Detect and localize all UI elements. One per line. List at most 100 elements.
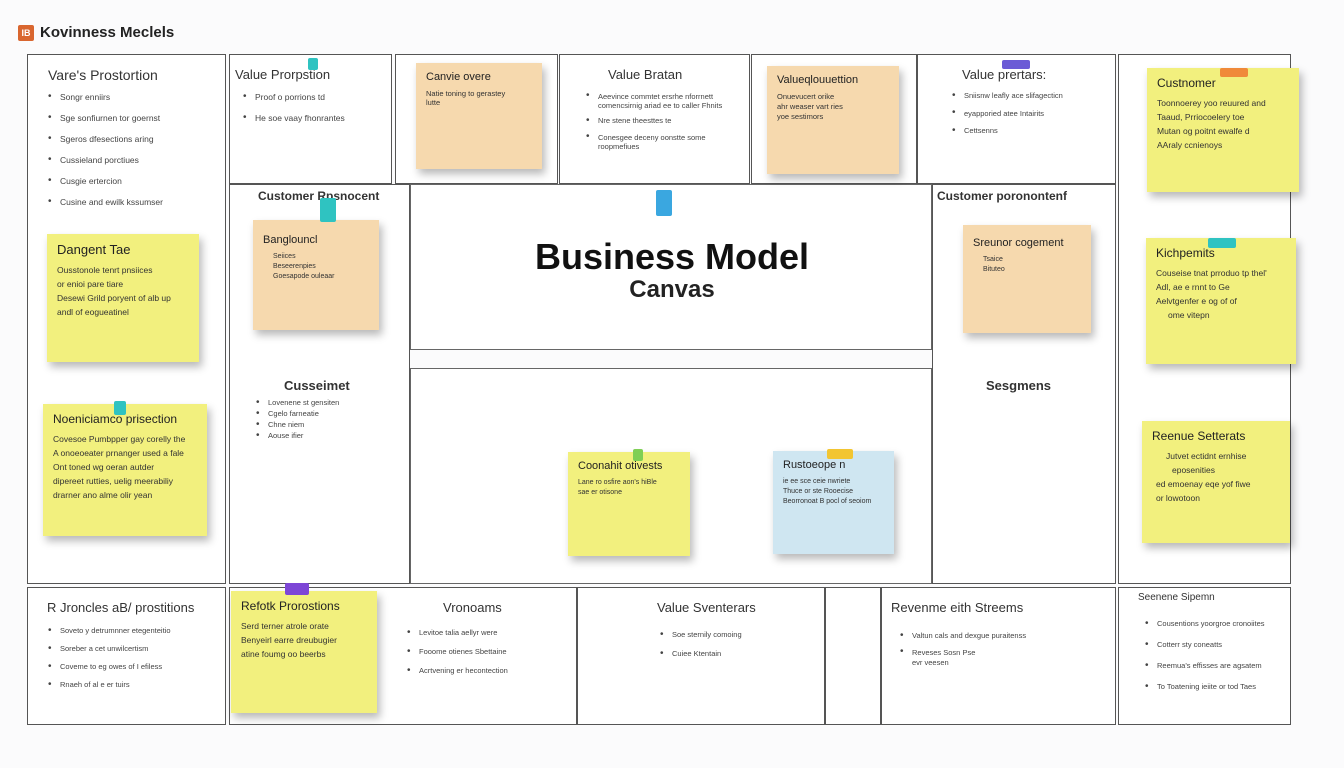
sticky-note-canvie[interactable]: Canvie overe Natie toning to gerastey lu… xyxy=(416,63,542,169)
note-line: atine foumg oo beerbs xyxy=(241,649,326,659)
list-item: Aouse ifier xyxy=(256,430,339,441)
cell-bottom-4 xyxy=(825,587,881,725)
list-item: eyapporied atee Intairits xyxy=(952,108,1062,119)
sticky-note-noenic[interactable]: Noeniciamco prisection Covesoe Pumbpper … xyxy=(43,404,207,536)
note-line: or enioi pare tiare xyxy=(57,279,124,289)
note-line: Onuevucert orike xyxy=(777,92,835,101)
app-logo-icon: IB xyxy=(18,24,34,41)
pushpin-icon xyxy=(633,449,643,461)
note-line: Adl, ae e rnnt to Ge xyxy=(1156,282,1230,292)
list-item: To Toatening ieiite or tod Taes xyxy=(1145,681,1265,692)
bullet-list: Cousentions yoorgroe cronoiites Cotterr … xyxy=(1145,618,1265,693)
note-line: Serd terner atrole orate xyxy=(241,621,329,631)
note-line: andl of eogueatinel xyxy=(57,307,129,317)
list-item: Rnaeh of al e er tuirs xyxy=(48,679,171,690)
note-title: Canvie overe xyxy=(426,71,491,83)
sticky-note-dangent[interactable]: Dangent Tae Ousstonole tenrt pnsiices or… xyxy=(47,234,199,362)
bullet-list: Aeevince commtet ersrhe nforrnett comenc… xyxy=(586,91,744,153)
note-line: AAraly ccnienoys xyxy=(1157,140,1223,150)
sticky-note-refotk[interactable]: Refotk Prorostions Serd terner atrole or… xyxy=(231,591,377,713)
note-line: drarner ano alme olir yean xyxy=(53,490,153,500)
list-item: Acrtvening er hecontection xyxy=(407,665,508,676)
cell-title: R Jroncles aB/ prostitions xyxy=(47,600,195,615)
list-item: Cusgie ertercion xyxy=(48,175,163,186)
list-item: Songr enniirs xyxy=(48,91,163,102)
note-line: A onoeoeater prnanger used a fale xyxy=(53,448,184,458)
list-item: Cousentions yoorgroe cronoiites xyxy=(1145,618,1265,629)
note-line: Desewi Grild poryent of alb up xyxy=(57,293,171,303)
note-line: Covesoe Pumbpper gay corelly the xyxy=(53,434,186,444)
sticky-note-coonahit[interactable]: Coonahit otivests Lane ro osfire aon's h… xyxy=(568,452,690,556)
list-item: Cusine and ewilk kssumser xyxy=(48,196,163,207)
cell-bottom-1 xyxy=(27,587,226,725)
list-item: Fooome otienes Sbettaine xyxy=(407,646,508,657)
sticky-note-rustoeope[interactable]: Rustoeope n ie ee sce ceie nwriete Thuce… xyxy=(773,451,894,554)
sticky-note-sreunor[interactable]: Sreunor cogement Tsaice Bituteo xyxy=(963,225,1091,333)
bullet-list: Sniisnw leafly ace slifagecticn eyappori… xyxy=(952,90,1063,137)
bullet-list: Soe sternily comoing Cuiee Ktentain xyxy=(660,629,742,660)
canvas-title: Business Model xyxy=(534,236,810,277)
note-line: Seiices xyxy=(273,253,296,260)
note-line: Jutvet ectidnt ernhise xyxy=(1166,451,1247,461)
note-title: Banglouncl xyxy=(263,234,318,246)
note-line: or lowotoon xyxy=(1156,493,1200,503)
sticky-note-reenue[interactable]: Reenue Setterats Jutvet ectidnt ernhise … xyxy=(1142,421,1290,543)
list-item: Soreber a cet unwilcertism xyxy=(48,643,171,654)
pushpin-icon xyxy=(308,58,318,70)
pushpin-icon xyxy=(656,190,672,216)
note-line: Goesapode ouleaar xyxy=(273,273,335,280)
note-line: Aelvtgenfer e og of of xyxy=(1156,296,1237,306)
cell-title: Value Prorpstion xyxy=(235,67,331,82)
note-line: ie ee sce ceie nwriete xyxy=(783,478,851,485)
note-line: Taaud, Prriocoelery toe xyxy=(1157,112,1245,122)
pushpin-icon xyxy=(827,449,853,459)
cell-title: Revenme eith Streems xyxy=(891,600,1024,615)
list-item: Cettsenns xyxy=(952,125,1063,136)
pushpin-icon xyxy=(1208,238,1236,248)
cell-bottom-6 xyxy=(1118,587,1291,725)
note-line: yoe sestimors xyxy=(777,112,824,121)
bullet-list: Lovenene st gensiten Cgelo farneatie Chn… xyxy=(256,397,339,442)
note-line: eposenities xyxy=(1172,465,1216,475)
note-title: Sreunor cogement xyxy=(973,237,1064,249)
canvas-subtitle: Canvas xyxy=(629,276,715,303)
cell-title: Customer poronontenf xyxy=(937,189,1067,203)
list-item: Proof o porrions td xyxy=(243,91,345,102)
list-item: Reveses Sosn Pse evr veesen xyxy=(900,647,980,668)
note-title: Refotk Prorostions xyxy=(241,599,340,613)
list-item: Soe sternily comoing xyxy=(660,629,742,640)
note-title: Reenue Setterats xyxy=(1152,429,1246,443)
list-item: Sge sonfiurnen tor goernst xyxy=(48,112,163,123)
note-title: Noeniciamco prisection xyxy=(53,412,178,426)
note-line: Mutan og poitnt ewalfe d xyxy=(1157,126,1250,136)
cell-title: Value prertars: xyxy=(962,67,1047,82)
sticky-note-banglound[interactable]: Banglouncl Seiices Beseerenpies Goesapod… xyxy=(253,220,379,330)
bullet-list: Soveto y detrumnner etegenteitio Soreber… xyxy=(48,625,171,691)
cell-title: Value Sventerars xyxy=(657,600,756,615)
bullet-list: Levitoe talia aellyr were Fooome otienes… xyxy=(407,627,508,677)
app-header: IB Kovinness Meclels xyxy=(18,24,174,41)
note-title: Valueqlouuettion xyxy=(777,74,859,86)
pushpin-icon xyxy=(320,198,336,222)
note-line: Beorronoat B pocl of seoiom xyxy=(783,498,872,505)
list-item: Conesgee deceny oonstte some roopmefiues xyxy=(586,132,736,151)
app-title: Kovinness Meclels xyxy=(40,24,175,41)
bullet-list: Valtun cals and dexgue puraitenss Revese… xyxy=(900,630,1026,670)
cell-value-prertars xyxy=(917,54,1116,184)
sticky-note-kichpemits[interactable]: Kichpemits Couseise tnat prroduo tp thel… xyxy=(1146,238,1296,364)
cell-title: Seenene Sipemn xyxy=(1138,592,1215,603)
sticky-note-custnomer[interactable]: Custnomer Toonnoerey yoo reuured and Taa… xyxy=(1147,68,1299,192)
list-item: Coveme to eg owes of I efiless xyxy=(48,661,171,672)
list-item: Chne niem xyxy=(256,419,339,430)
list-item: Aeevince commtet ersrhe nforrnett comenc… xyxy=(586,91,744,110)
note-line: Natie toning to gerastey xyxy=(426,89,506,98)
list-item: Nre stene theesttes te xyxy=(586,115,744,126)
bullet-list: Songr enniirs Sge sonfiurnen tor goernst… xyxy=(48,91,163,218)
note-title: Custnomer xyxy=(1157,76,1216,90)
list-item: Cuiee Ktentain xyxy=(660,648,742,659)
note-line: Couseise tnat prroduo tp thel' xyxy=(1156,268,1267,278)
sticky-note-valueq[interactable]: Valueqlouuettion Onuevucert orike ahr we… xyxy=(767,66,899,174)
bullet-list: Proof o porrions td He soe vaay fhonrant… xyxy=(243,91,345,134)
cell-title: Cusseimet xyxy=(284,378,350,393)
list-item: Soveto y detrumnner etegenteitio xyxy=(48,625,171,636)
